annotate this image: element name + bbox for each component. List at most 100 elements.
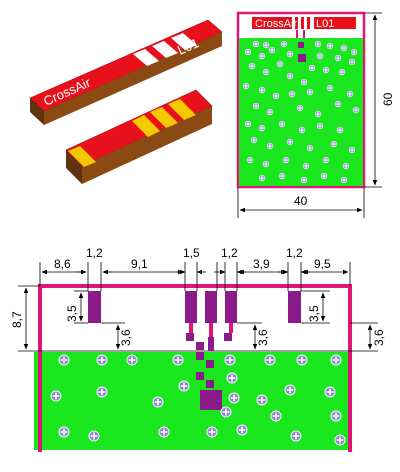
via-icon bbox=[224, 354, 236, 366]
via-icon bbox=[258, 86, 266, 94]
dim-8-6: 8,6 bbox=[54, 257, 71, 271]
via-icon bbox=[270, 410, 282, 422]
via-icon bbox=[334, 54, 342, 62]
via-icon bbox=[336, 126, 344, 134]
via-icon bbox=[306, 88, 314, 96]
via-icon bbox=[258, 52, 266, 60]
dim-1-2-right: 1,2 bbox=[286, 246, 303, 260]
dim-8-7: 8,7 bbox=[10, 311, 24, 328]
dim-1-2-mid: 1,2 bbox=[221, 246, 238, 260]
via-icon bbox=[334, 434, 346, 446]
via-icon bbox=[324, 386, 336, 398]
via-icon bbox=[290, 430, 302, 442]
via-icon bbox=[348, 146, 356, 154]
via-icon bbox=[300, 78, 308, 86]
via-icon bbox=[314, 40, 322, 48]
via-icon bbox=[352, 106, 360, 114]
via-icon bbox=[296, 354, 308, 366]
via-icon bbox=[278, 120, 286, 128]
dim-1-5: 1,5 bbox=[183, 246, 200, 260]
via-icon bbox=[282, 156, 290, 164]
pad-feed-3 bbox=[225, 291, 237, 323]
via-icon bbox=[322, 66, 330, 74]
via-icon bbox=[262, 160, 270, 168]
via-icon bbox=[158, 426, 170, 438]
via-icon bbox=[298, 126, 306, 134]
via-icon bbox=[226, 372, 238, 384]
via-icon bbox=[258, 124, 266, 132]
via-icon bbox=[348, 58, 356, 66]
chip-2-body bbox=[65, 89, 213, 184]
dim-3-6-left: 3,6 bbox=[119, 329, 133, 346]
via-icon bbox=[58, 354, 70, 366]
via-icon bbox=[252, 102, 260, 110]
dim-3-5-right: 3,5 bbox=[307, 305, 321, 322]
via-icon bbox=[244, 120, 252, 128]
via-icon bbox=[286, 138, 294, 146]
via-icon bbox=[306, 144, 314, 152]
via-icon bbox=[346, 90, 354, 98]
via-icon bbox=[236, 424, 248, 436]
via-icon bbox=[248, 62, 256, 70]
dim-1-2-left: 1,2 bbox=[86, 246, 103, 260]
via-icon bbox=[266, 108, 274, 116]
chip-1-body: CrossAir L01 bbox=[29, 19, 223, 125]
via-icon bbox=[280, 40, 288, 48]
via-icon bbox=[258, 174, 266, 182]
via-icon bbox=[264, 354, 276, 366]
via-icon bbox=[330, 354, 342, 366]
via-icon bbox=[50, 390, 62, 402]
via-icon bbox=[228, 392, 240, 404]
via-icon bbox=[326, 84, 334, 92]
via-icon bbox=[268, 46, 276, 54]
via-icon bbox=[340, 44, 348, 52]
via-icon bbox=[286, 50, 294, 58]
via-icon bbox=[316, 52, 324, 60]
dim-9-5: 9,5 bbox=[314, 257, 331, 271]
pad-right bbox=[288, 291, 301, 323]
board-brand-text: CrossAir bbox=[255, 18, 298, 30]
board-height-dimension: 60 bbox=[364, 12, 395, 188]
via-icon bbox=[276, 60, 284, 68]
via-icon bbox=[278, 172, 286, 180]
board-width-label: 40 bbox=[294, 194, 308, 208]
via-icon bbox=[242, 82, 250, 90]
via-icon bbox=[126, 354, 138, 366]
via-icon bbox=[286, 72, 294, 80]
via-icon bbox=[320, 172, 328, 180]
via-icon bbox=[330, 140, 338, 148]
dim-3-6-right: 3,6 bbox=[372, 329, 386, 346]
dim-9-1: 9,1 bbox=[131, 257, 148, 271]
via-icon bbox=[322, 156, 330, 164]
board-height-label: 60 bbox=[381, 92, 395, 106]
via-icon bbox=[314, 110, 322, 118]
via-icon bbox=[244, 48, 252, 56]
via-icon bbox=[172, 354, 184, 366]
via-icon bbox=[246, 156, 254, 164]
via-icon bbox=[256, 394, 268, 406]
dim-3-9: 3,9 bbox=[253, 257, 270, 271]
board-width-dimension: 40 bbox=[237, 188, 365, 218]
via-icon bbox=[262, 68, 270, 76]
via-icon bbox=[96, 386, 108, 398]
via-icon bbox=[326, 42, 334, 50]
via-icon bbox=[252, 40, 260, 48]
via-icon bbox=[338, 68, 346, 76]
via-icon bbox=[58, 426, 70, 438]
via-icon bbox=[334, 100, 342, 108]
via-icon bbox=[340, 176, 348, 184]
via-icon bbox=[300, 176, 308, 184]
via-icon bbox=[308, 64, 316, 72]
via-icon bbox=[262, 41, 270, 49]
detail-dimensions bbox=[18, 262, 378, 352]
via-icon bbox=[330, 410, 342, 422]
via-icon bbox=[284, 384, 296, 396]
via-icon bbox=[288, 90, 296, 98]
via-icon bbox=[342, 162, 350, 170]
via-icon bbox=[178, 380, 190, 392]
via-icon bbox=[152, 396, 164, 408]
pad-left bbox=[88, 291, 101, 323]
via-icon bbox=[206, 426, 218, 438]
via-icon bbox=[272, 92, 280, 100]
